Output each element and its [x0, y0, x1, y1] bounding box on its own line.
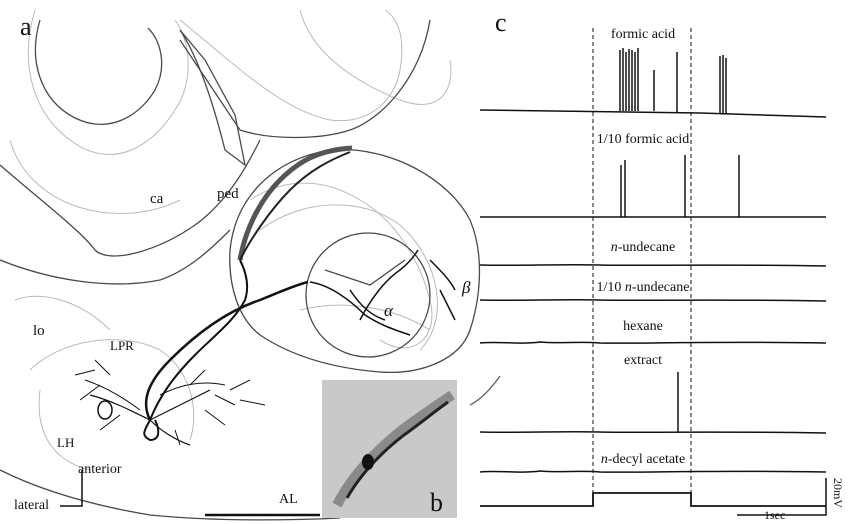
- orientation-label-lateral: lateral: [14, 499, 49, 513]
- trace-label-3: n-undecane: [611, 241, 676, 255]
- trace-label-4: 1/10 n-undecane: [597, 281, 690, 295]
- region-label-beta: β: [462, 279, 470, 296]
- region-label-ca: ca: [150, 192, 163, 207]
- outline-fragment: [470, 376, 500, 405]
- region-label-al: AL: [279, 493, 298, 507]
- trace-label-1: formic acid: [611, 28, 675, 42]
- region-label-lpr: LPR: [110, 339, 134, 352]
- voltage-traces: [480, 48, 826, 506]
- panel-label-b: b: [430, 490, 443, 516]
- scale-label-time: 1sec: [764, 509, 785, 521]
- trace-label-6: extract: [624, 354, 662, 368]
- trace-label-5: hexane: [623, 320, 663, 334]
- region-label-alpha: α: [384, 302, 393, 319]
- scale-label-voltage: 20mV: [832, 478, 844, 508]
- trace-label-7: n-decyl acetate: [601, 453, 685, 467]
- trace-label-2: 1/10 formic acid: [597, 133, 690, 147]
- panel-label-c: c: [495, 10, 507, 36]
- region-label-lo: lo: [33, 324, 45, 339]
- region-label-ped: ped: [217, 187, 239, 202]
- region-label-lh: LH: [57, 436, 74, 449]
- panel-label-a: a: [20, 14, 32, 40]
- orientation-label-anterior: anterior: [78, 463, 122, 477]
